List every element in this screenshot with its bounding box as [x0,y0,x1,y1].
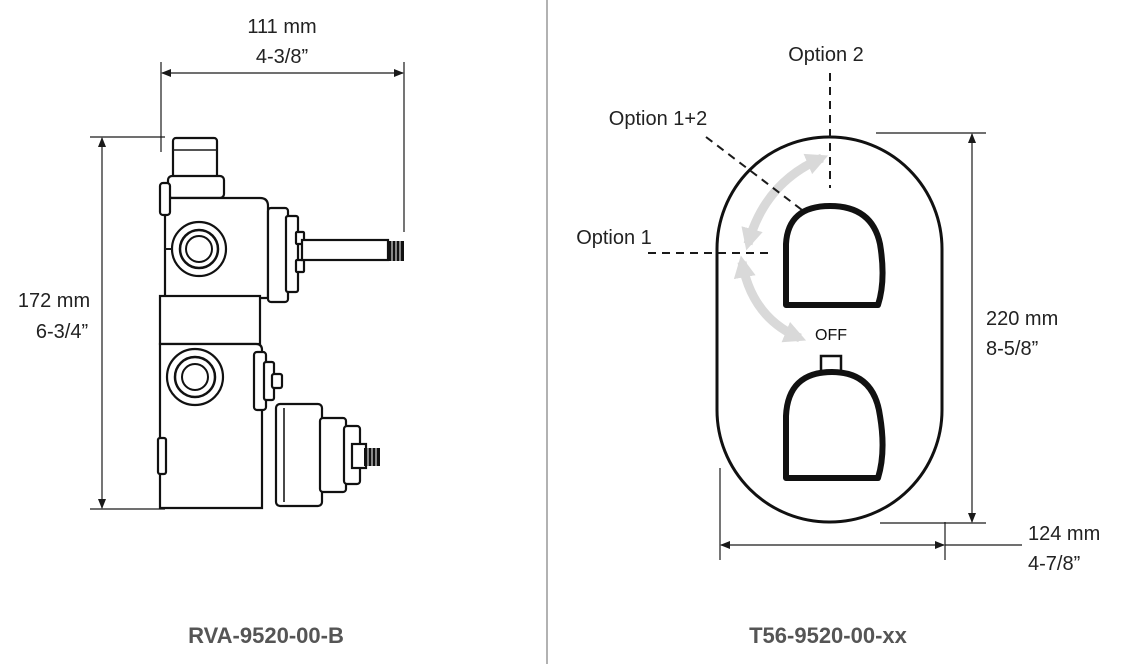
rotation-arrow-upper [741,153,829,251]
option12-line [705,136,807,214]
left-height-mm-label: 172 mm [18,290,90,312]
option2-label: Option 2 [788,44,864,66]
lower-handle-indicator [819,354,843,373]
upper-handle [783,203,886,308]
left-caption: RVA-9520-00-B [188,623,344,648]
right-caption: T56-9520-00-xx [749,623,908,648]
off-label: OFF [815,327,847,344]
top-collar [166,174,226,200]
lower-cartridge [274,402,324,508]
left-width-in-label: 4-3/8” [256,46,308,68]
right-height-mm-label: 220 mm [986,308,1058,330]
right-height-in-label: 8-5/8” [986,338,1038,360]
left-width-mm-label: 111 mm [247,16,316,38]
right-width-mm-label: 124 mm [1028,523,1100,545]
rotation-arrow-lower [733,255,807,343]
valve-drawing [90,62,405,510]
option12-label: Option 1+2 [609,108,707,130]
middle-plate [158,294,262,346]
option1-label: Option 1 [576,227,652,249]
lower-handle [783,369,886,481]
upper-spindle [300,238,390,262]
top-inlet [171,136,219,180]
trim-drawing [648,73,1022,560]
left-height-in-label: 6-3/4” [36,321,88,343]
right-width-in-label: 4-7/8” [1028,553,1080,575]
